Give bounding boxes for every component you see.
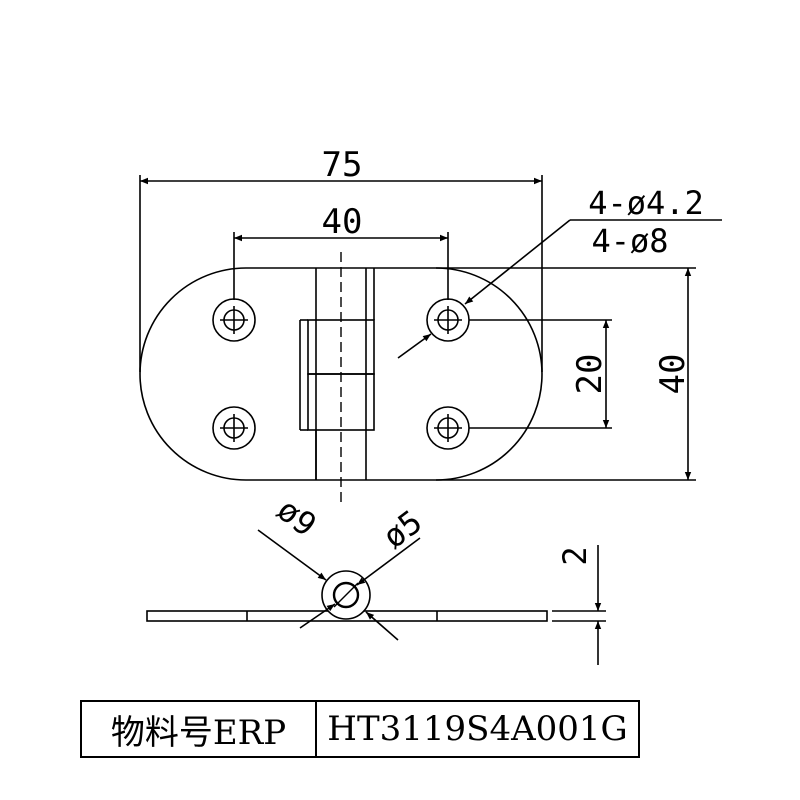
mounting-hole-top-right (426, 298, 470, 342)
mounting-hole-top-left (212, 298, 256, 342)
text-knuckle-outer-diameter: ø9 (270, 490, 324, 544)
dimension-overall-width (436, 267, 696, 481)
dimension-leaf-thickness (552, 545, 606, 665)
text-hole-spec-large: 4-ø8 (591, 222, 668, 260)
text-hole-spacing-horizontal: 40 (322, 202, 363, 242)
text-leaf-thickness: 2 (556, 546, 594, 565)
leader-hole-spec (397, 219, 722, 359)
title-block-label: 物料号ERP (82, 702, 317, 756)
mounting-hole-bottom-left (212, 406, 256, 450)
title-block: 物料号ERP HT3119S4A001G (80, 700, 640, 758)
pin-circle (332, 581, 360, 609)
dimension-hole-spacing-vertical (469, 319, 612, 429)
text-pin-diameter: ø5 (376, 502, 430, 556)
hinge-knuckle (299, 268, 375, 480)
text-hole-spacing-vertical: 20 (570, 354, 610, 395)
hinge-side-view (146, 529, 548, 641)
mounting-hole-bottom-right (426, 406, 470, 450)
dimension-overall-length (139, 175, 543, 372)
text-hole-spec-small: 4-ø4.2 (588, 184, 704, 222)
text-overall-width: 40 (653, 354, 693, 395)
title-block-part-number: HT3119S4A001G (327, 709, 628, 749)
text-overall-length: 75 (322, 145, 363, 185)
dimension-hole-spacing-horizontal (233, 232, 449, 300)
